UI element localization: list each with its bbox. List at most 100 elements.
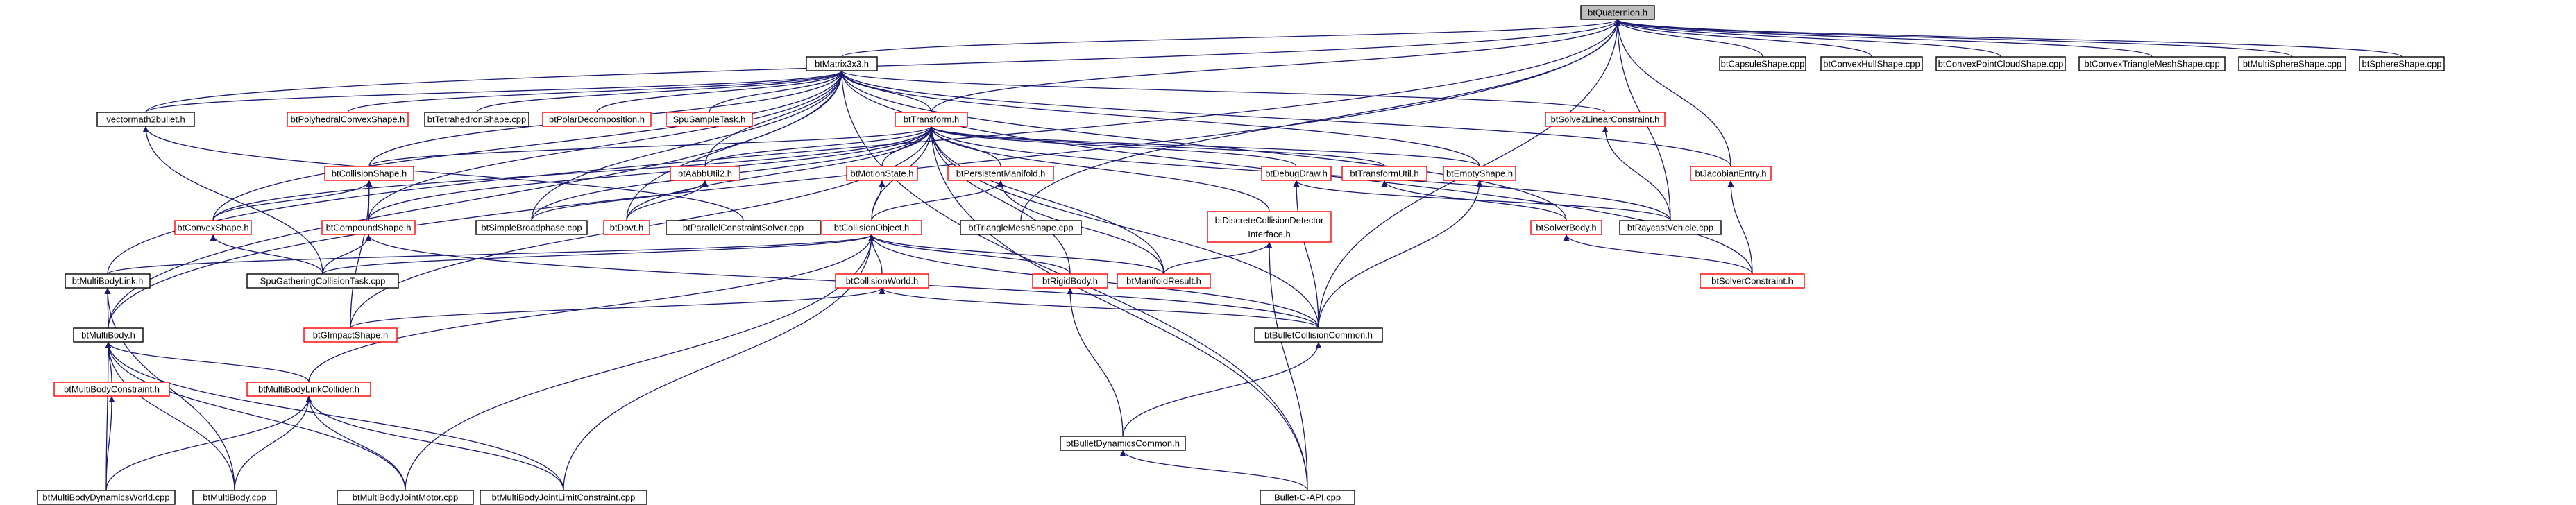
node-bt-multi-body-cpp[interactable]: btMultiBody.cpp — [192, 490, 277, 505]
edge-spu-sample-task-to-bt-matrix3x3 — [709, 70, 845, 113]
edge-spu-gathering-collision-task-to-bt-collision-object — [322, 234, 875, 275]
node-label: btManifoldResult.h — [1126, 276, 1201, 286]
node-label: btMultiBodyDynamicsWorld.cpp — [42, 493, 169, 503]
edge-bt-compound-shape-to-bt-matrix3x3 — [368, 70, 845, 221]
node-bt-transform[interactable]: btTransform.h — [895, 112, 968, 127]
node-box — [1545, 112, 1666, 127]
node-box — [821, 220, 922, 235]
node-spu-gathering-collision-task[interactable]: SpuGatheringCollisionTask.cpp — [246, 273, 399, 289]
node-bt-jacobian-entry[interactable]: btJacobianEntry.h — [1690, 166, 1772, 181]
node-bt-simple-broadphase[interactable]: btSimpleBroadphase.cpp — [475, 220, 588, 235]
node-bt-convex-shape[interactable]: btConvexShape.h — [174, 220, 252, 235]
node-bt-matrix3x3[interactable]: btMatrix3x3.h — [806, 56, 878, 71]
node-box — [1260, 490, 1355, 505]
edge-bt-multi-body-joint-limit-constraint-to-bt-multi-body-link-collider — [305, 395, 564, 491]
node-bullet-capi[interactable]: Bullet-C-API.cpp — [1260, 490, 1355, 505]
node-box — [73, 327, 144, 343]
node-bt-aabb-util2[interactable]: btAabbUtil2.h — [670, 166, 740, 181]
node-vectormath2bullet[interactable]: vectormath2bullet.h — [96, 112, 195, 127]
node-bt-solver-body[interactable]: btSolverBody.h — [1530, 220, 1602, 235]
edge-bt-multi-body-link-collider-to-bt-collision-object — [308, 234, 875, 383]
node-bt-dbvt[interactable]: btDbvt.h — [603, 220, 650, 235]
node-bt-persistent-manifold[interactable]: btPersistentManifold.h — [947, 166, 1054, 181]
node-bt-multi-body-joint-motor[interactable]: btMultiBodyJointMotor.cpp — [337, 490, 474, 505]
node-label: btSolverBody.h — [1536, 223, 1596, 233]
node-bt-rigid-body[interactable]: btRigidBody.h — [1032, 273, 1108, 289]
node-bt-compound-shape[interactable]: btCompoundShape.h — [321, 220, 416, 235]
node-bt-motion-state[interactable]: btMotionState.h — [846, 166, 918, 181]
node-box — [1619, 220, 1722, 235]
node-bt-collision-object[interactable]: btCollisionObject.h — [821, 220, 922, 235]
node-bt-manifold-result[interactable]: btManifoldResult.h — [1117, 273, 1211, 289]
node-box — [1207, 211, 1332, 243]
node-label: btMultiBody.h — [81, 330, 135, 341]
edge-bt-parallel-constraint-solver-to-vectormath2bullet — [142, 126, 744, 221]
node-label: btBulletDynamicsCommon.h — [1066, 438, 1180, 449]
edge-bt-gimpact-shape-to-bt-collision-world — [350, 287, 886, 329]
node-spu-sample-task[interactable]: SpuSampleTask.h — [666, 112, 753, 127]
node-bt-triangle-mesh-shape[interactable]: btTriangleMeshShape.cpp — [960, 220, 1082, 235]
edge-bullet-capi-to-bt-bullet-dynamics-common — [1119, 450, 1308, 491]
node-bt-collision-shape[interactable]: btCollisionShape.h — [324, 166, 414, 181]
edge-bt-transform-util-to-bt-transform — [928, 126, 1385, 167]
edge-bt-aabb-util2-to-bt-matrix3x3 — [704, 70, 845, 167]
node-bt-tetrahedron-shape[interactable]: btTetrahedronShape.cpp — [424, 112, 529, 127]
node-bt-gimpact-shape[interactable]: btGImpactShape.h — [303, 327, 398, 343]
edge-bt-dbvt-to-bt-matrix3x3 — [626, 70, 845, 221]
edge-bt-multi-body-joint-motor-to-bt-multi-body-link-collider — [305, 395, 406, 491]
node-label: Interface.h — [1248, 229, 1290, 239]
node-label: btDiscreteCollisionDetector — [1215, 215, 1324, 225]
node-bt-parallel-constraint-solver[interactable]: btParallelConstraintSolver.cpp — [666, 220, 821, 235]
node-box — [321, 220, 416, 235]
node-bt-capsule-shape[interactable]: btCapsuleShape.cpp — [1719, 56, 1806, 71]
node-bt-bullet-dynamics-common[interactable]: btBulletDynamicsCommon.h — [1060, 436, 1186, 451]
node-label: btMultiBodyJointMotor.cpp — [353, 493, 458, 503]
node-bt-solve2-linear-constraint[interactable]: btSolve2LinearConstraint.h — [1545, 112, 1666, 127]
node-bt-convex-hull-shape[interactable]: btConvexHullShape.cpp — [1820, 56, 1923, 71]
node-label: btConvexShape.h — [177, 223, 248, 233]
node-box — [1935, 56, 2066, 71]
edge-bt-collision-world-to-bt-collision-object — [868, 234, 883, 275]
edge-bt-multi-body-dynamics-world-to-bt-multi-body-link-collider — [105, 395, 312, 491]
node-bt-convex-point-cloud-shape[interactable]: btConvexPointCloudShape.cpp — [1935, 56, 2066, 71]
node-bt-multi-body-joint-limit-constraint[interactable]: btMultiBodyJointLimitConstraint.cpp — [480, 490, 647, 505]
node-bt-debug-draw[interactable]: btDebugDraw.h — [1261, 166, 1332, 181]
edge-bt-multi-body-cpp-to-bt-multi-body — [105, 341, 235, 491]
edge-bt-collision-shape-to-bt-transform — [368, 126, 935, 167]
node-label: btMultiSphereShape.cpp — [2243, 59, 2341, 69]
edge-bt-capsule-shape-to-bt-quaternion — [1614, 19, 1763, 58]
node-bt-empty-shape[interactable]: btEmptyShape.h — [1443, 166, 1516, 181]
node-bt-multi-sphere-shape[interactable]: btMultiSphereShape.cpp — [2238, 56, 2346, 71]
node-box — [895, 112, 968, 127]
node-label: SpuGatheringCollisionTask.cpp — [260, 276, 386, 286]
edge-bt-gimpact-shape-to-bt-collision-shape — [350, 180, 373, 329]
node-box — [324, 166, 414, 181]
edge-bt-manifold-result-to-bt-collision-object — [868, 234, 1164, 275]
node-box — [947, 166, 1054, 181]
node-label: btMultiBodyConstraint.h — [64, 384, 160, 395]
node-box — [1254, 327, 1383, 343]
node-box — [192, 490, 277, 505]
node-bt-multi-body-dynamics-world[interactable]: btMultiBodyDynamicsWorld.cpp — [37, 490, 176, 505]
node-bt-multi-body-constraint[interactable]: btMultiBodyConstraint.h — [53, 382, 170, 397]
edge-bt-convex-point-cloud-shape-to-bt-quaternion — [1614, 19, 2001, 58]
node-bt-polar-decomposition[interactable]: btPolarDecomposition.h — [542, 112, 652, 127]
node-bt-multi-body-link[interactable]: btMultiBodyLink.h — [65, 273, 151, 289]
node-bt-transform-util[interactable]: btTransformUtil.h — [1341, 166, 1427, 181]
node-bt-solver-constraint[interactable]: btSolverConstraint.h — [1700, 273, 1805, 289]
node-bt-sphere-shape[interactable]: btSphereShape.cpp — [2359, 56, 2445, 71]
node-box — [666, 220, 821, 235]
node-bt-convex-triangle-mesh-shape[interactable]: btConvexTriangleMeshShape.cpp — [2078, 56, 2226, 71]
node-label: Bullet-C-API.cpp — [1274, 493, 1341, 503]
node-box — [2359, 56, 2445, 71]
node-bt-collision-world[interactable]: btCollisionWorld.h — [835, 273, 929, 289]
node-box — [846, 166, 918, 181]
node-bt-raycast-vehicle[interactable]: btRaycastVehicle.cpp — [1619, 220, 1722, 235]
node-bt-polyhedral-convex-shape[interactable]: btPolyhedralConvexShape.h — [287, 112, 409, 127]
node-bt-multi-body[interactable]: btMultiBody.h — [73, 327, 144, 343]
node-bt-bullet-collision-common[interactable]: btBulletCollisionCommon.h — [1254, 327, 1383, 343]
node-bt-multi-body-link-collider[interactable]: btMultiBodyLinkCollider.h — [246, 382, 371, 397]
node-label: btRigidBody.h — [1042, 276, 1098, 286]
